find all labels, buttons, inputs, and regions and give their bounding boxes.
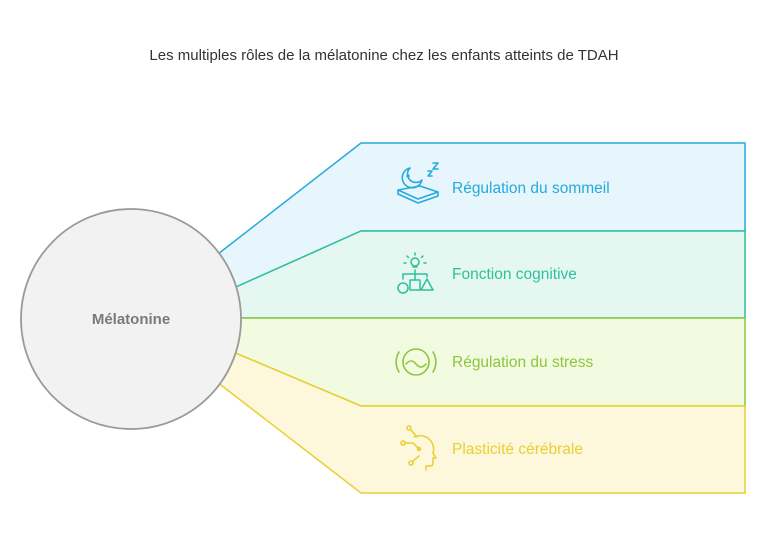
center-node: Mélatonine: [20, 208, 242, 430]
band-label-stress: Régulation du stress: [452, 354, 594, 371]
cognition-icon: [397, 252, 434, 294]
sleep-icon: [397, 162, 439, 204]
band-brain-plasticity: Plasticité cérébrale: [216, 351, 746, 494]
band-label-brain: Plasticité cérébrale: [452, 441, 583, 458]
band-stress-regulation: Régulation du stress: [232, 317, 746, 407]
center-label: Mélatonine: [92, 311, 170, 328]
band-cognitive-function: Fonction cognitive: [235, 230, 746, 319]
band-label-sleep: Régulation du sommeil: [452, 180, 610, 197]
band-label-cognitive: Fonction cognitive: [452, 266, 577, 283]
stress-icon: [395, 348, 437, 376]
brain-icon: [400, 425, 437, 471]
diagram-title: Les multiples rôles de la mélatonine che…: [149, 47, 619, 64]
center-circle: [20, 208, 242, 430]
